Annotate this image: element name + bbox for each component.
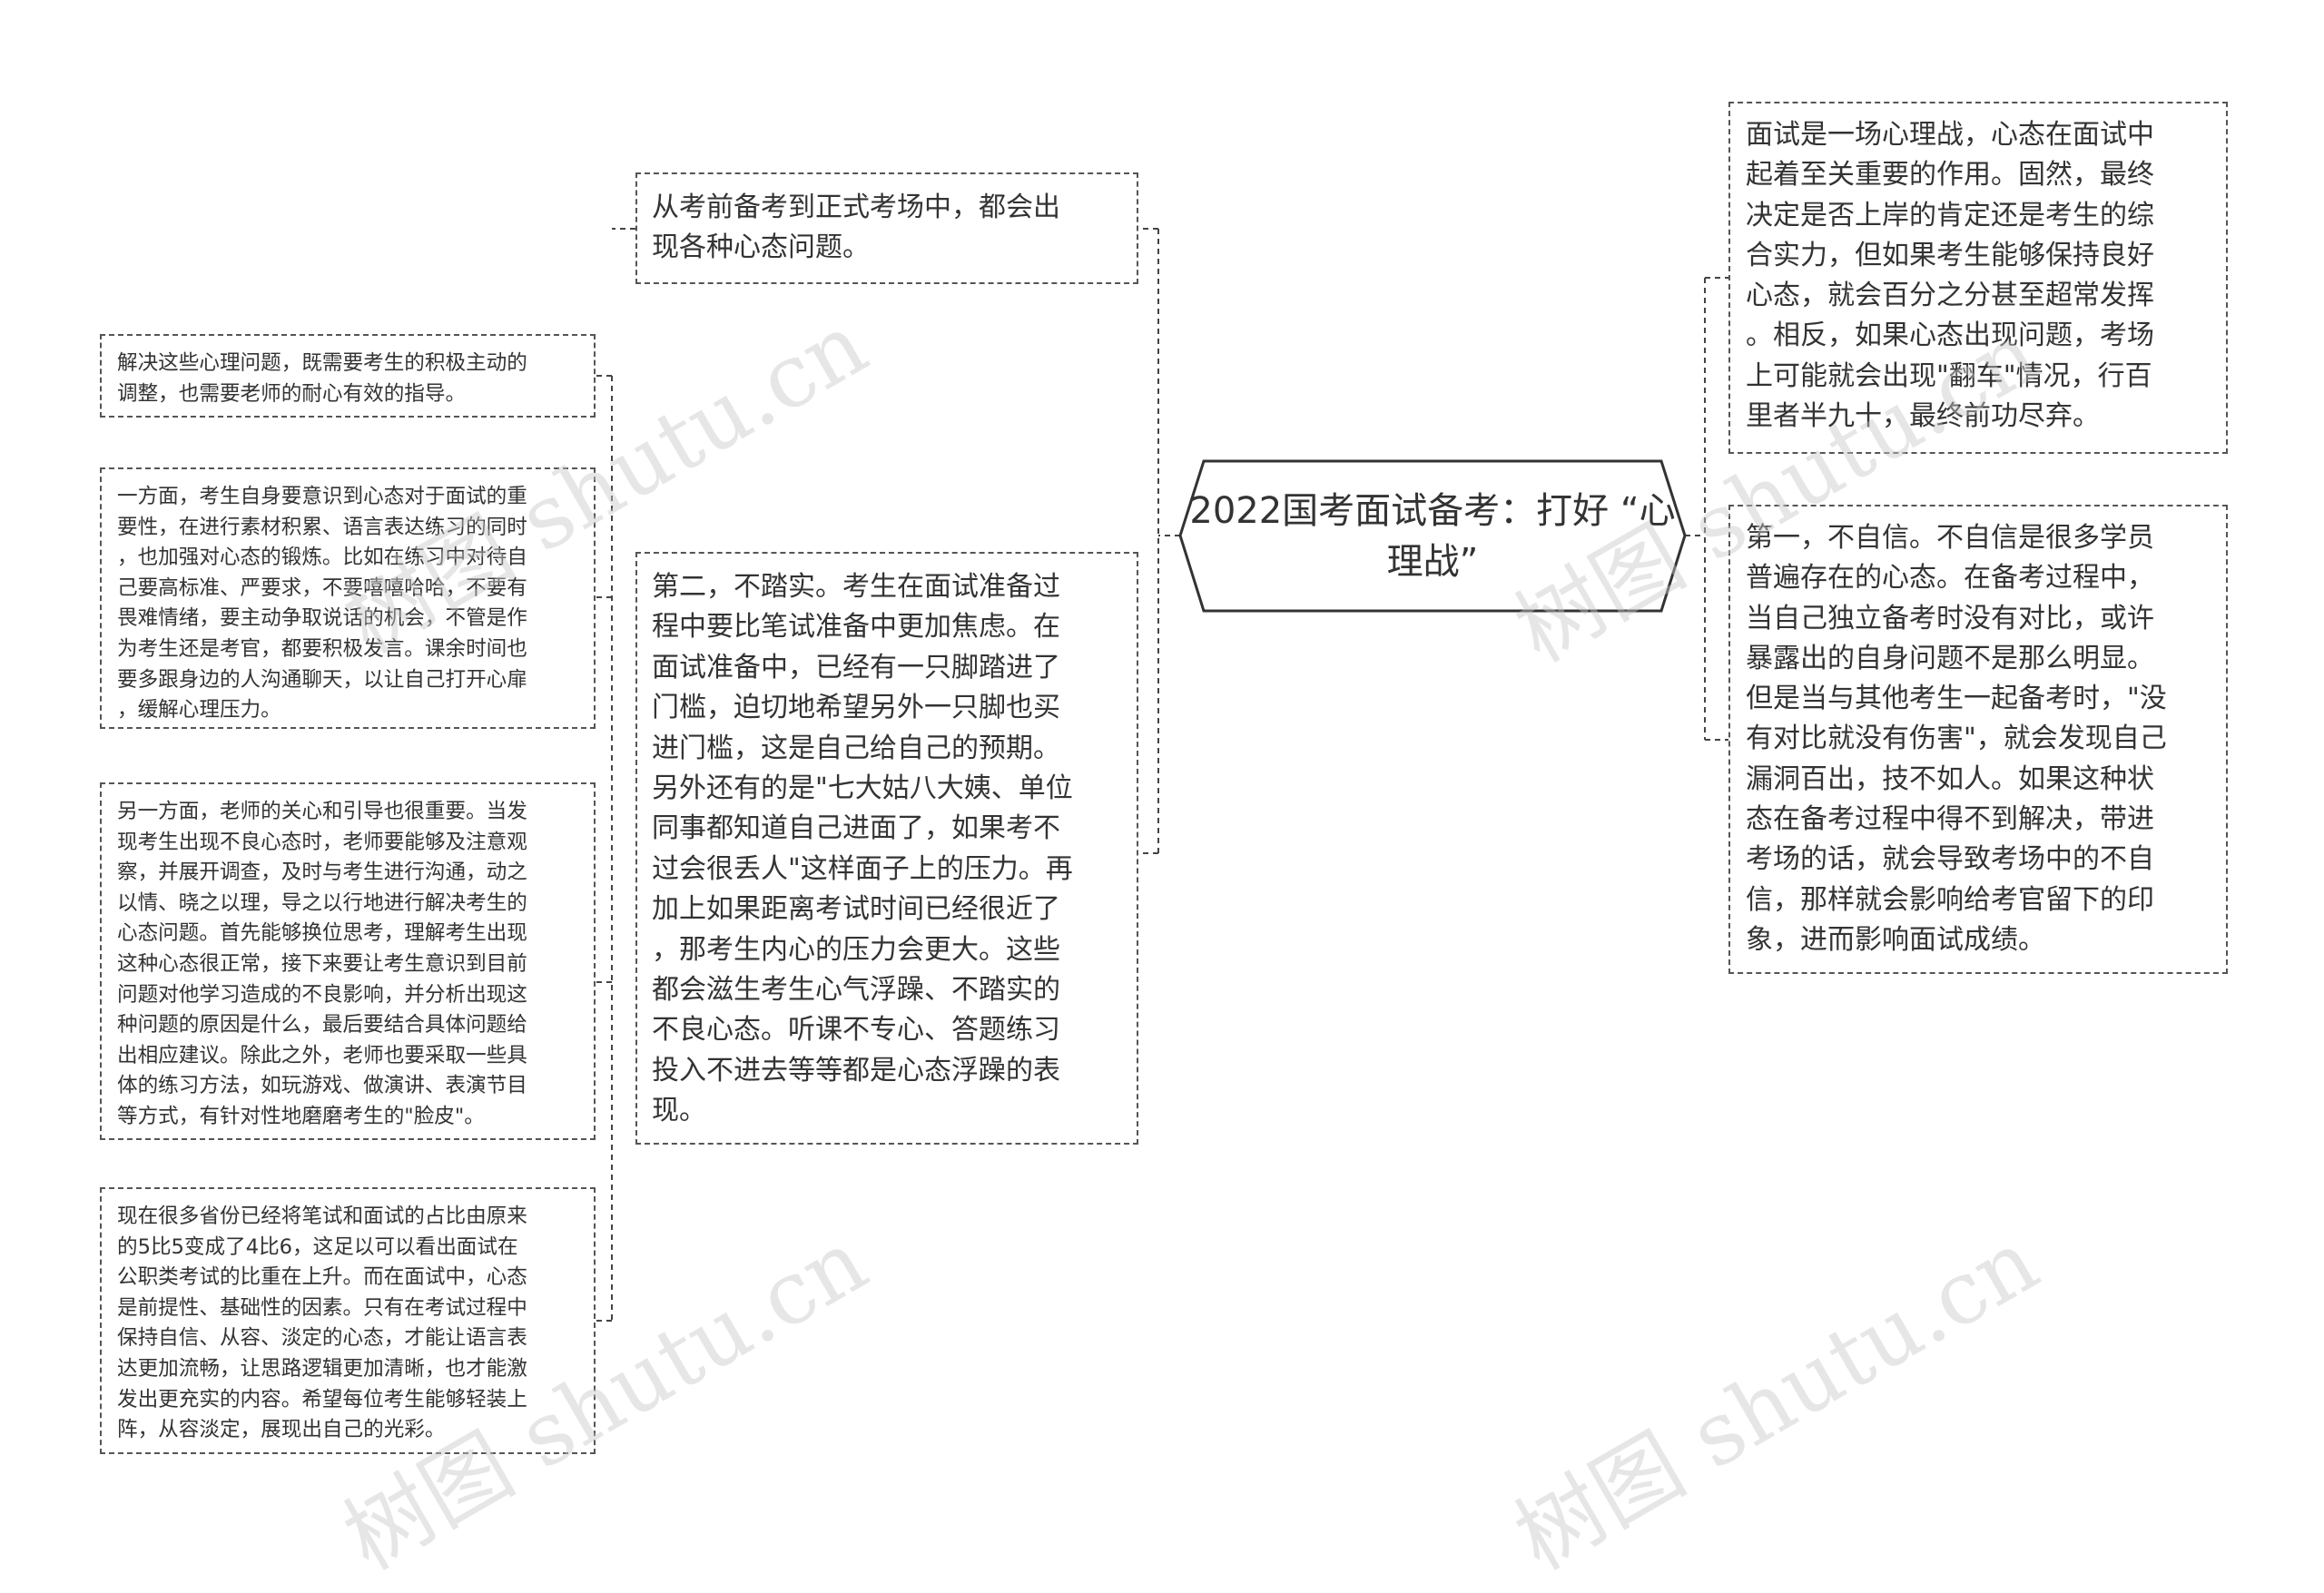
leaf-node-self-awareness[interactable]: 一方面，考生自身要意识到心态对于面试的重 要性，在进行素材积累、语言表达练习的同… bbox=[100, 467, 596, 729]
branch-node-anxiety-overview[interactable]: 从考前备考到正式考场中，都会出 现各种心态问题。 bbox=[635, 172, 1138, 284]
mind-map: 2022国考面试备考：打好 “心理战” 从考前备考到正式考场中，都会出 现各种心… bbox=[100, 102, 2228, 1589]
branch-node-psychological-war[interactable]: 面试是一场心理战，心态在面试中 起着至关重要的作用。固然，最终 决定是否上岸的肯… bbox=[1728, 102, 2228, 454]
branch-node-not-grounded[interactable]: 第二，不踏实。考生在面试准备过 程中要比笔试准备中更加焦虑。在 面试准备中，已经… bbox=[635, 552, 1138, 1145]
center-topic[interactable]: 2022国考面试备考：打好 “心理战” bbox=[1189, 489, 1676, 583]
leaf-node-exam-ratio[interactable]: 现在很多省份已经将笔试和面试的占比由原来 的5比5变成了4比6，这足以可以看出面… bbox=[100, 1187, 596, 1454]
leaf-node-solving[interactable]: 解决这些心理问题，既需要考生的积极主动的 调整，也需要老师的耐心有效的指导。 bbox=[100, 334, 596, 418]
connector-center-left bbox=[1138, 228, 1180, 854]
center-topic-shape bbox=[1178, 459, 1687, 613]
connector-lines bbox=[596, 228, 1728, 1322]
connector-center-right bbox=[1685, 277, 1728, 741]
branch-node-lack-confidence[interactable]: 第一，不自信。不自信是很多学员 普遍存在的心态。在备考过程中， 当自己独立备考时… bbox=[1728, 505, 2228, 974]
connector-branch-children bbox=[596, 228, 635, 1322]
leaf-node-teacher-guidance[interactable]: 另一方面，老师的关心和引导也很重要。当发 现考生出现不良心态时，老师要能够及注意… bbox=[100, 782, 596, 1140]
